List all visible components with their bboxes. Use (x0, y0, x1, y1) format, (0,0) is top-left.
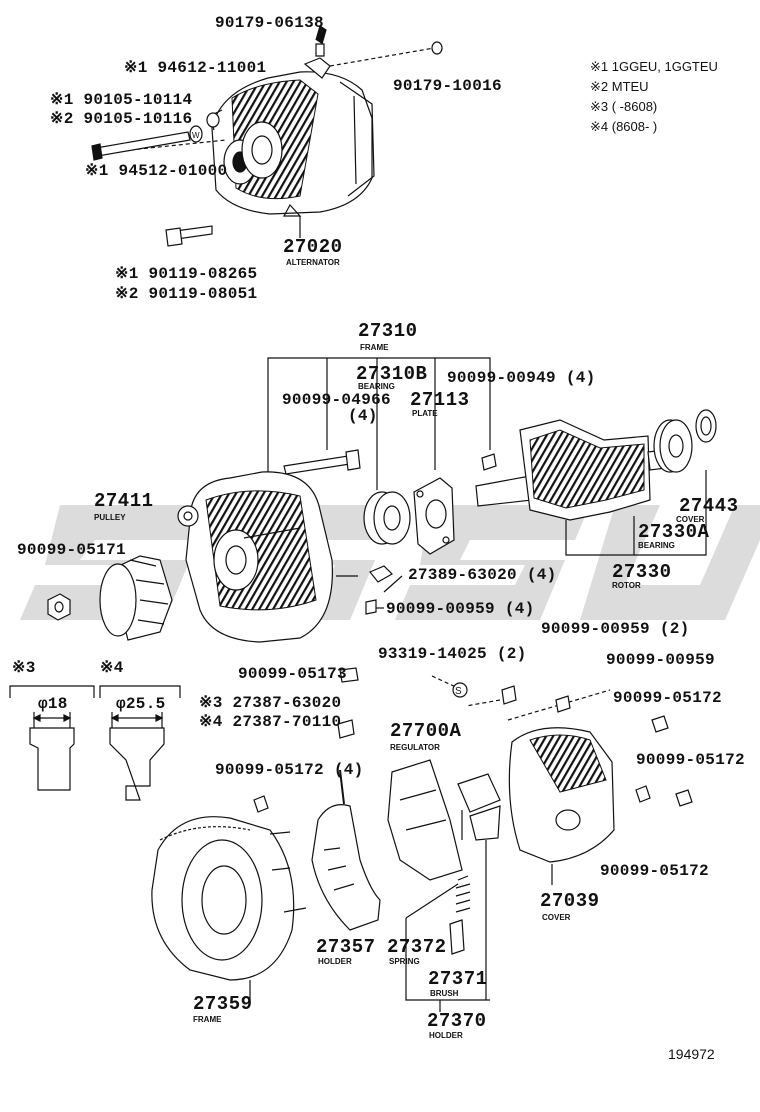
part-label-27330a: 27330A (638, 521, 710, 543)
part-label-27113: 27113 (410, 389, 470, 411)
alternator-assembly-drawing: W (91, 25, 443, 247)
variant-label-3: ※3 (12, 659, 36, 677)
part-label-90105-10116: ※2 90105-10116 (50, 110, 193, 128)
part-label-27330: 27330 (612, 561, 672, 583)
diameter-label-25-5: φ25.5 (116, 695, 166, 713)
part-label-27700a: 27700A (390, 720, 462, 742)
part-label-27310b: 27310B (356, 363, 428, 385)
svg-text:W: W (192, 131, 200, 140)
svg-text:S: S (455, 686, 462, 697)
part-label-27371: 27371 (428, 968, 488, 990)
plate-27113-drawing (413, 477, 455, 555)
part-label-90179-06138: 90179-06138 (215, 14, 324, 32)
model-note-3: ※3 ( -8608) (590, 99, 658, 114)
caption-cover-27039: COVER (542, 913, 571, 922)
part-label-94612-11001: ※1 94612-11001 (124, 59, 267, 77)
part-label-90099-00959-4: 90099-00959 (4) (386, 600, 535, 618)
part-label-90099-04966: 90099-04966 (282, 391, 391, 409)
caption-holder-27357: HOLDER (318, 957, 352, 966)
pulley-drawing (47, 555, 173, 641)
part-label-90099-04966-qty: (4) (348, 407, 378, 425)
part-label-27411: 27411 (94, 490, 154, 512)
part-label-93319-14025: 93319-14025 (2) (378, 645, 527, 663)
part-label-27389-63020: 27389-63020 (4) (408, 566, 557, 584)
model-note-4: ※4 (8608- ) (590, 119, 658, 134)
brush-spring-drawing (449, 875, 471, 955)
caption-brush: BRUSH (430, 989, 459, 998)
caption-frame-27359: FRAME (193, 1015, 222, 1024)
part-label-90179-10016: 90179-10016 (393, 77, 502, 95)
model-note-2: ※2 MTEU (590, 79, 649, 94)
regulator-drawing (387, 759, 501, 1012)
rectifier-holder-drawing (311, 769, 381, 931)
caption-rotor: ROTOR (612, 581, 641, 590)
part-label-27020: 27020 (283, 236, 343, 258)
caption-frame: FRAME (360, 343, 389, 352)
caption-holder-27370: HOLDER (429, 1031, 463, 1040)
bearing-27310b-drawing (363, 491, 411, 545)
part-label-27359: 27359 (193, 993, 253, 1015)
part-label-90099-05172-b: 90099-05172 (636, 751, 745, 769)
frame-27310-bracket-lines (267, 357, 491, 490)
part-label-90105-10114: ※1 90105-10114 (50, 91, 193, 109)
caption-bearing-27330a: BEARING (638, 541, 675, 550)
caption-alternator: ALTERNATOR (286, 258, 340, 267)
drive-end-frame-drawing (177, 471, 333, 643)
part-label-27370: 27370 (427, 1010, 487, 1032)
part-label-27387-70110: ※4 27387-70110 (199, 713, 342, 731)
part-label-27387-63020: ※3 27387-63020 (199, 694, 342, 712)
part-label-90099-05171: 90099-05171 (17, 541, 126, 559)
rear-cover-drawing (508, 727, 615, 885)
part-label-94512-01000: ※1 94512-01000 (85, 162, 228, 180)
part-label-90099-00959-2: 90099-00959 (2) (541, 620, 690, 638)
part-label-90099-00959: 90099-00959 (606, 651, 715, 669)
caption-regulator: REGULATOR (390, 743, 440, 752)
part-label-27443: 27443 (679, 495, 739, 517)
bushing-variants-drawing (9, 685, 181, 801)
caption-spring: SPRING (389, 957, 420, 966)
through-bolt-drawing (283, 449, 361, 475)
caption-pulley: PULLEY (94, 513, 126, 522)
part-label-27357: 27357 (316, 936, 376, 958)
catalog-number: 194972 (668, 1046, 715, 1062)
part-label-90099-05172-c: 90099-05172 (600, 862, 709, 880)
part-label-90119-08265: ※1 90119-08265 (115, 265, 258, 283)
rear-frame-drawing (151, 816, 307, 1000)
part-label-90119-08051: ※2 90119-08051 (115, 285, 258, 303)
part-label-27372: 27372 (387, 936, 447, 958)
part-label-90099-05173: 90099-05173 (238, 665, 347, 683)
diameter-label-18: φ18 (38, 695, 68, 713)
model-note-1: ※1 1GGEU, 1GGTEU (590, 59, 718, 74)
variant-label-4: ※4 (100, 659, 124, 677)
part-label-27310: 27310 (358, 320, 418, 342)
caption-plate: PLATE (412, 409, 438, 418)
part-label-27039: 27039 (540, 890, 600, 912)
part-label-90099-00949: 90099-00949 (4) (447, 369, 596, 387)
caption-cover-27443: COVER (676, 515, 705, 524)
caption-bearing: BEARING (358, 382, 395, 391)
rotor-bearing-cover-drawing (653, 409, 717, 473)
part-label-90099-05172-4: 90099-05172 (4) (215, 761, 364, 779)
part-label-90099-05172-a: 90099-05172 (613, 689, 722, 707)
